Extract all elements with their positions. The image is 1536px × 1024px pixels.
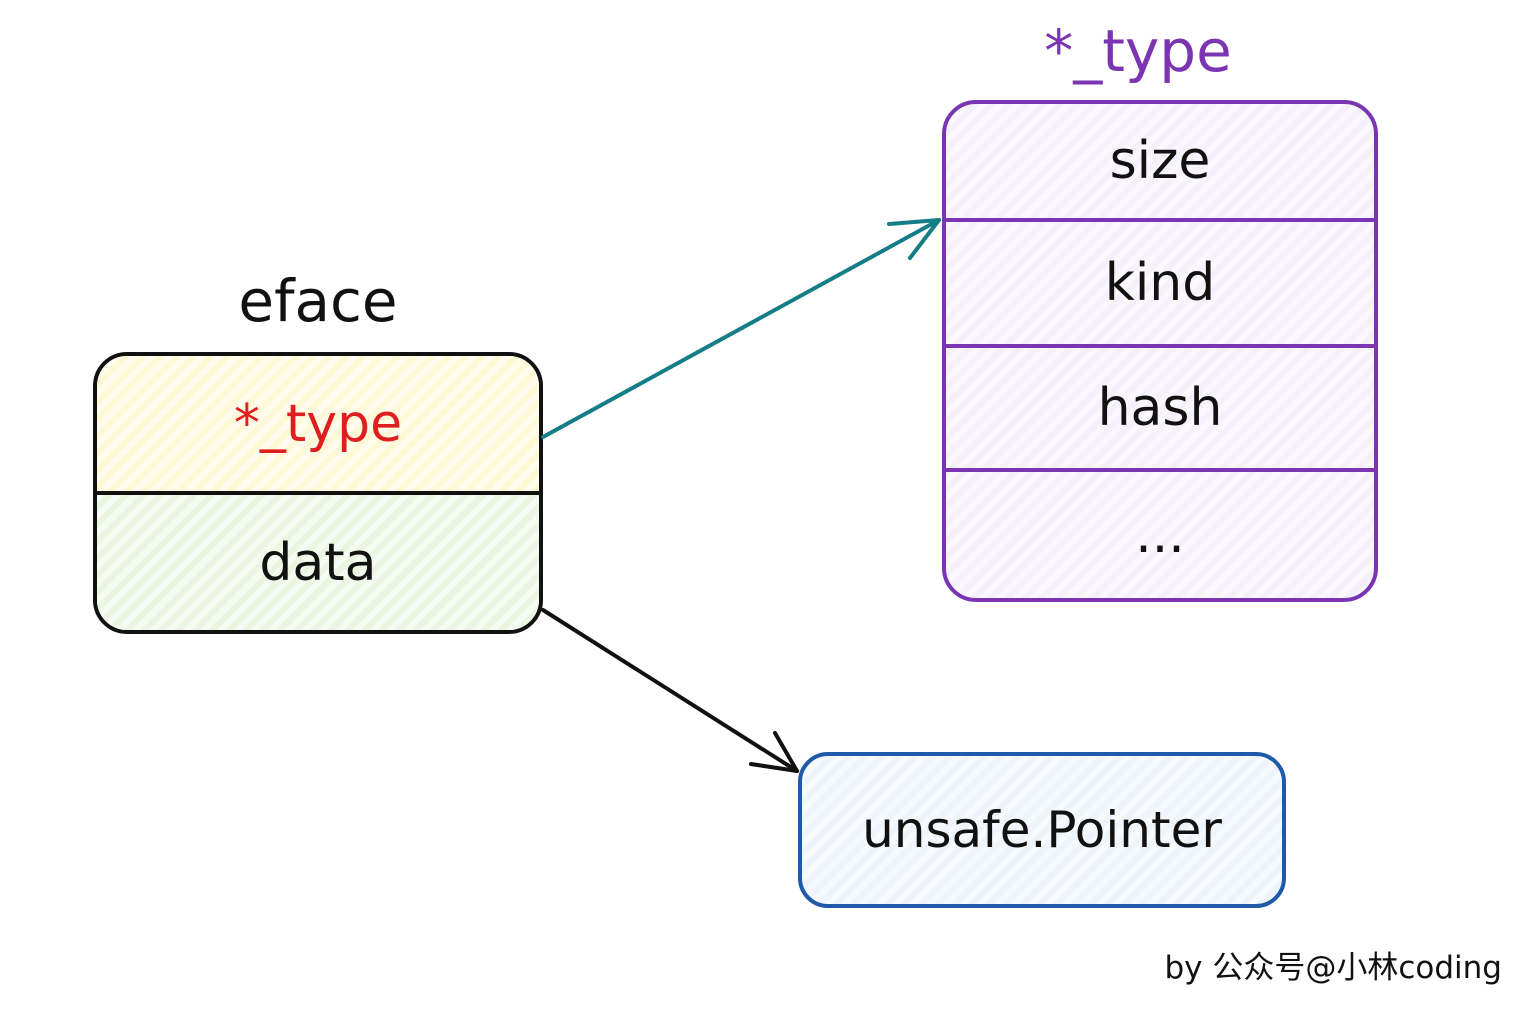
eface-type-field: *_type xyxy=(97,356,539,495)
eface-box: *_type data xyxy=(93,352,543,634)
credit-watermark: by 公众号@小林coding xyxy=(1164,950,1502,986)
type-hash-field: hash xyxy=(946,348,1374,472)
type-more-fields: ... xyxy=(1135,505,1185,565)
type-kind-field: kind xyxy=(946,222,1374,348)
data-pointer-arrow xyxy=(541,608,799,773)
eface-data-field: data xyxy=(97,495,539,630)
type-struct-title: *_type xyxy=(1044,17,1232,85)
unsafe-pointer-label: unsafe.Pointer xyxy=(862,801,1222,859)
eface-title: eface xyxy=(238,267,398,335)
type-pointer-arrow xyxy=(541,218,941,439)
type-size-field: size xyxy=(946,104,1374,222)
type-struct-box: size kind hash ... xyxy=(942,100,1378,602)
unsafe-pointer-box: unsafe.Pointer xyxy=(798,752,1286,908)
